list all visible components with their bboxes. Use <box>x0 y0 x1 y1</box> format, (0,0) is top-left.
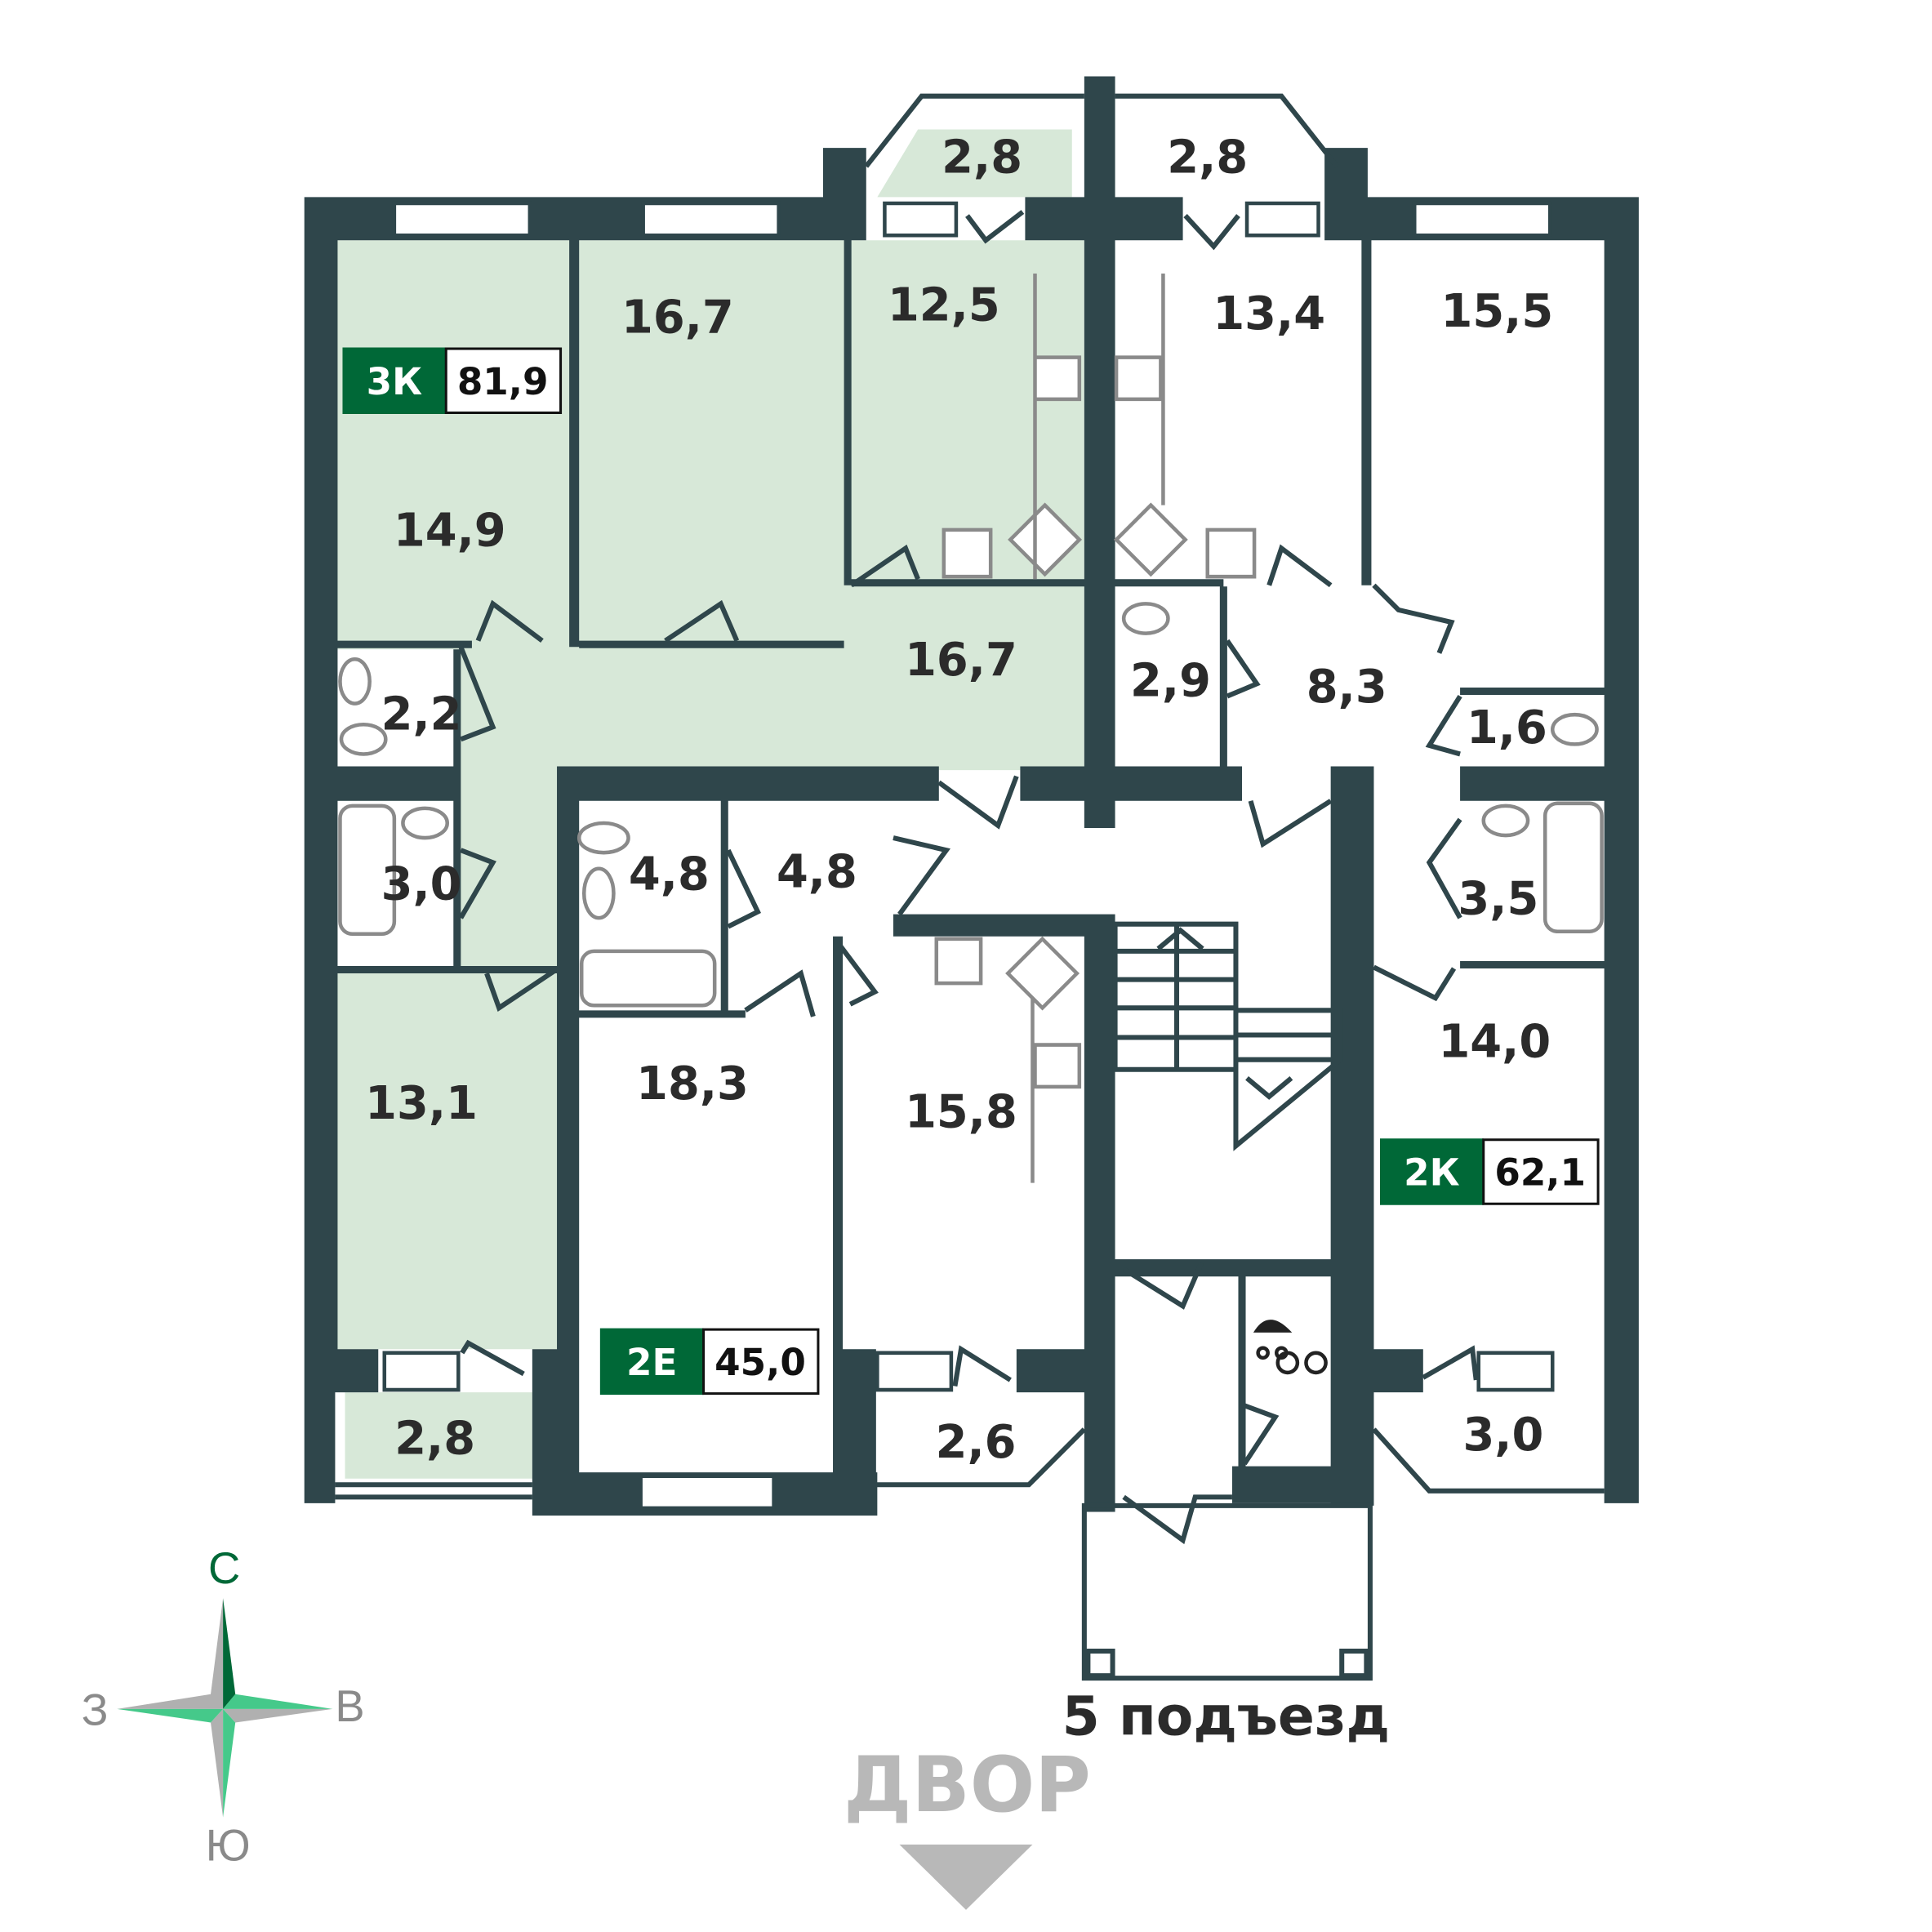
apartment-3k-fill <box>336 129 1084 1479</box>
room-area: 12,5 <box>888 278 1000 332</box>
room-area: 2,2 <box>381 688 462 741</box>
apartment-type: 2Е <box>626 1341 677 1384</box>
room-area: 2,8 <box>394 1413 475 1466</box>
room-area: 2,8 <box>1167 131 1248 184</box>
staircase <box>1112 921 1343 1151</box>
compass-north: С <box>208 1543 240 1593</box>
badge-type-bg <box>1380 1138 1484 1205</box>
badge-area-bg <box>702 1328 820 1396</box>
room-area: 3,0 <box>1462 1409 1543 1462</box>
compass-rose-icon <box>117 1598 333 1818</box>
room-area: 16,7 <box>621 291 734 344</box>
room-area: 14,9 <box>394 504 506 557</box>
room-area: 3,0 <box>381 858 462 911</box>
compass-west: З <box>82 1685 109 1735</box>
apartment-area: 45,0 <box>714 1341 806 1384</box>
apartment-type: 3К <box>367 360 422 403</box>
apartment-badges: 3К 81,9 2К 62,1 2Е 45,0 <box>342 347 1600 1396</box>
apartment-badge-2k[interactable]: 2К 62,1 <box>1380 1138 1600 1205</box>
apartment-area: 81,9 <box>457 360 549 403</box>
apartment-badge-2e[interactable]: 2Е 45,0 <box>599 1328 820 1396</box>
room-area: 15,8 <box>905 1086 1017 1139</box>
entrance-label: 5 подъезд <box>1062 1685 1390 1748</box>
room-area: 16,7 <box>905 634 1017 687</box>
badge-type-bg <box>342 347 447 414</box>
apartment-area: 62,1 <box>1494 1151 1586 1195</box>
room-area: 13,1 <box>365 1077 478 1130</box>
compass-east: В <box>335 1681 364 1731</box>
courtyard-arrow-icon <box>899 1844 1033 1910</box>
room-area: 4,8 <box>777 845 857 898</box>
compass-south: Ю <box>206 1820 251 1870</box>
room-area: 1,6 <box>1467 701 1547 755</box>
courtyard-label: ДВОР <box>844 1741 1091 1830</box>
badge-type-bg <box>599 1328 704 1396</box>
apartment-badge-3k[interactable]: 3К 81,9 <box>342 347 563 414</box>
kitchen-fixtures <box>934 273 1257 1183</box>
room-area: 2,8 <box>942 131 1022 184</box>
room-area: 4,8 <box>629 848 710 901</box>
doors <box>458 210 1479 1545</box>
room-area: 3,5 <box>1458 873 1538 926</box>
apartment-type: 2К <box>1404 1151 1459 1195</box>
balconies <box>335 93 1605 1681</box>
badge-area-bg <box>1482 1138 1600 1205</box>
room-area: 8,3 <box>1307 661 1387 714</box>
bathroom-fixtures <box>338 602 1604 1008</box>
room-area: 2,6 <box>936 1416 1017 1469</box>
room-area: 13,4 <box>1213 287 1325 341</box>
badge-area-bg <box>444 347 563 414</box>
room-labels: 2,8 2,8 16,7 12,5 13,4 15,5 14,9 16,7 2,2 3,0 2,9 8… <box>365 131 1553 1469</box>
room-area: 2,9 <box>1130 655 1211 708</box>
windows <box>382 201 1555 1511</box>
room-area: 15,5 <box>1440 285 1553 338</box>
room-area: 14,0 <box>1438 1016 1551 1069</box>
stroller-bicycle-icon <box>1253 1320 1328 1375</box>
room-area: 18,3 <box>636 1057 749 1111</box>
